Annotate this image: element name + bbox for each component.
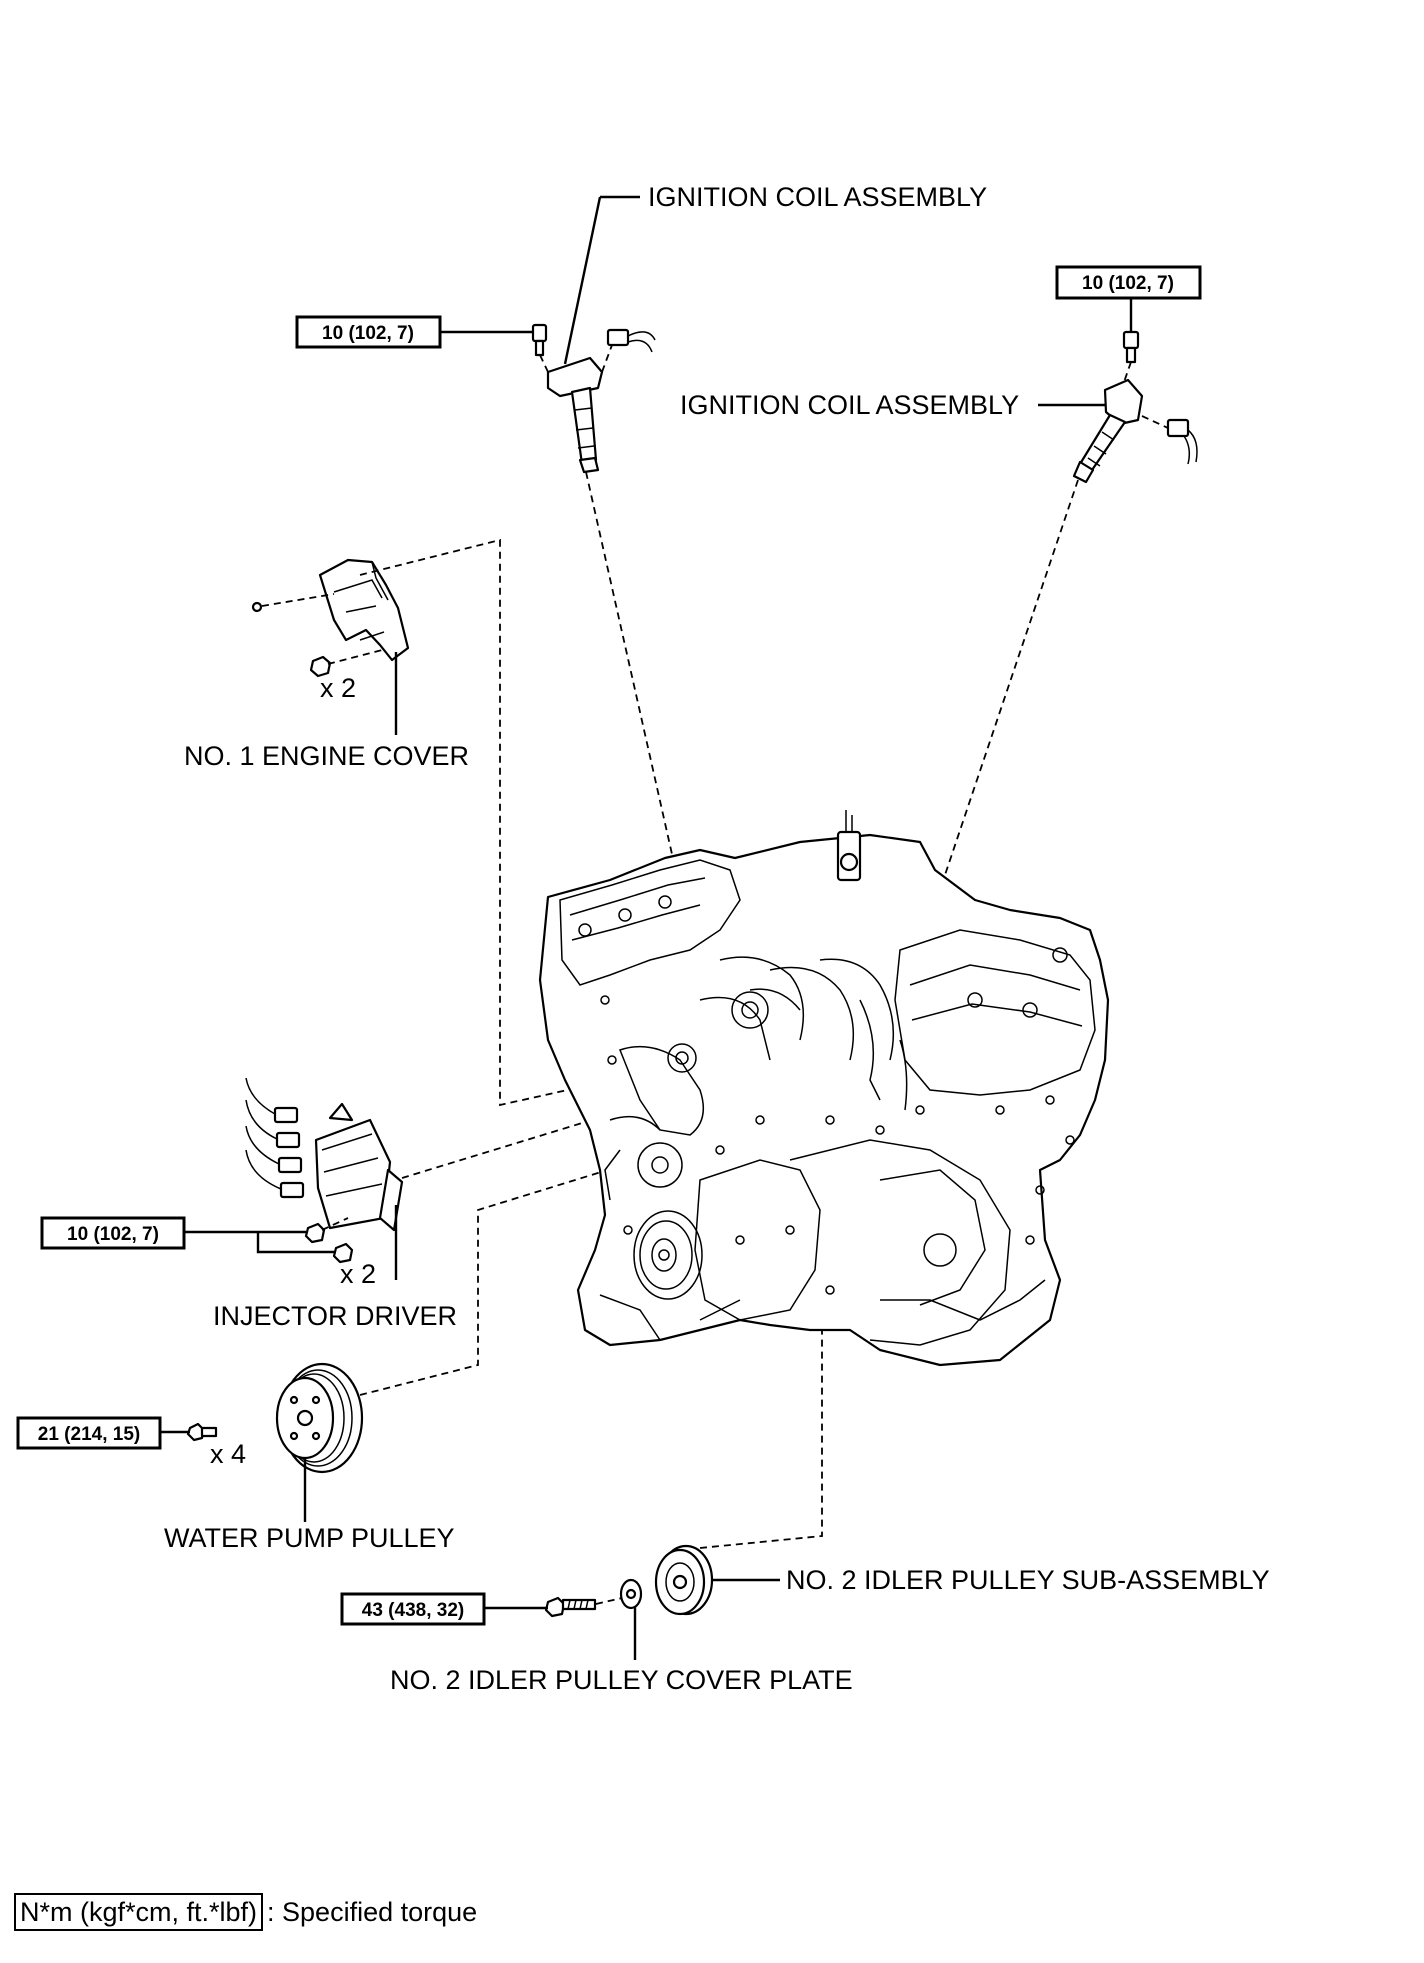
ignition-coil-top-label: IGNITION COIL ASSEMBLY (648, 182, 987, 212)
injector-driver-bolt-1 (304, 1217, 349, 1244)
injector-driver (314, 1102, 404, 1280)
injector-driver-label: INJECTOR DRIVER (213, 1301, 457, 1331)
engine-cover-nut (309, 649, 383, 678)
ignition-coil-right-bolt (1122, 330, 1140, 383)
torque-legend: N*m (kgf*cm, ft.*lbf) : Specified torque (14, 1893, 477, 1931)
ignition-coil-right-label: IGNITION COIL ASSEMBLY (680, 390, 1019, 420)
water-pump-pulley-bolt (186, 1422, 218, 1442)
injector-driver-torque-lead (184, 1230, 336, 1254)
idler-pulley-cover-plate (619, 1578, 643, 1660)
torque-box-injector-driver: 10 (102, 7) (40, 1216, 186, 1250)
idler-cover-plate-label: NO. 2 IDLER PULLEY COVER PLATE (390, 1665, 853, 1695)
engine-cover-label: NO. 1 ENGINE COVER (184, 741, 469, 771)
torque-box-ignition-coil-left: 10 (102, 7) (295, 315, 533, 349)
water-pump-pulley (275, 1362, 364, 1522)
torque-value: 21 (214, 15) (38, 1424, 140, 1445)
ignition-coil-right (1038, 378, 1144, 484)
water-pump-pulley-label: WATER PUMP PULLEY (164, 1523, 455, 1553)
injector-driver-qty: x 2 (340, 1259, 376, 1289)
idler-pulley-bolt (544, 1596, 623, 1618)
torque-box-water-pump-pulley: 21 (214, 15) (16, 1416, 190, 1450)
water-pump-pulley-qty: x 4 (210, 1439, 246, 1469)
ignition-coil-left-guide-line (585, 471, 677, 873)
idler-pulley-sub-assembly (654, 1544, 780, 1616)
ignition-coil-right-connector (1141, 415, 1198, 465)
engine-cover-qty: x 2 (320, 673, 356, 703)
ignition-coil-left-connector (601, 328, 656, 373)
engine-cover (318, 558, 410, 735)
ignition-coil-left (546, 195, 640, 474)
water-pump-guide-line (359, 1159, 641, 1396)
legend-text: : Specified torque (267, 1896, 478, 1927)
idler-pulley-sub-label: NO. 2 IDLER PULLEY SUB-ASSEMBLY (786, 1565, 1270, 1595)
torque-box-idler-pulley: 43 (438, 32) (340, 1592, 548, 1626)
ignition-coil-left-bolt (531, 323, 549, 373)
engine-cover-guide-line (359, 538, 591, 1107)
injector-driver-connectors (245, 1077, 305, 1199)
torque-value: 10 (102, 7) (67, 1224, 159, 1245)
injector-driver-bolt-2 (332, 1242, 354, 1264)
legend-unit-box: N*m (kgf*cm, ft.*lbf) (14, 1893, 264, 1931)
torque-box-ignition-coil-right: 10 (102, 7) (1055, 265, 1202, 332)
engine-cover-clip (251, 593, 335, 613)
injector-driver-guide-line (401, 1119, 593, 1179)
engine-assembly (538, 810, 1110, 1367)
torque-value: 10 (102, 7) (1082, 273, 1174, 294)
torque-value: 43 (438, 32) (362, 1600, 464, 1621)
torque-value: 10 (102, 7) (322, 323, 414, 344)
